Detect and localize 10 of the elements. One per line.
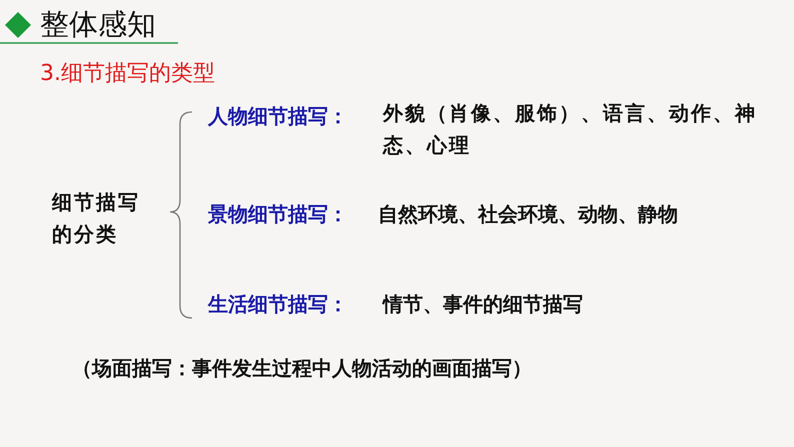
category-description: 情节、事件的细节描写	[383, 291, 583, 318]
category-label: 生活细节描写：	[208, 291, 348, 318]
category-label: 景物细节描写：	[208, 201, 348, 228]
category-description: 外貌（肖像、服饰）、语言、动作、神态、心理	[383, 100, 758, 159]
classification-label: 细节描写的分类	[52, 189, 141, 248]
category-label: 人物细节描写：	[208, 103, 348, 130]
subtitle: 3.细节描写的类型	[40, 60, 215, 88]
category-description: 自然环境、社会环境、动物、静物	[378, 201, 678, 228]
note: （场面描写：事件发生过程中人物活动的画面描写）	[72, 355, 532, 382]
section-title: 整体感知	[40, 6, 156, 43]
